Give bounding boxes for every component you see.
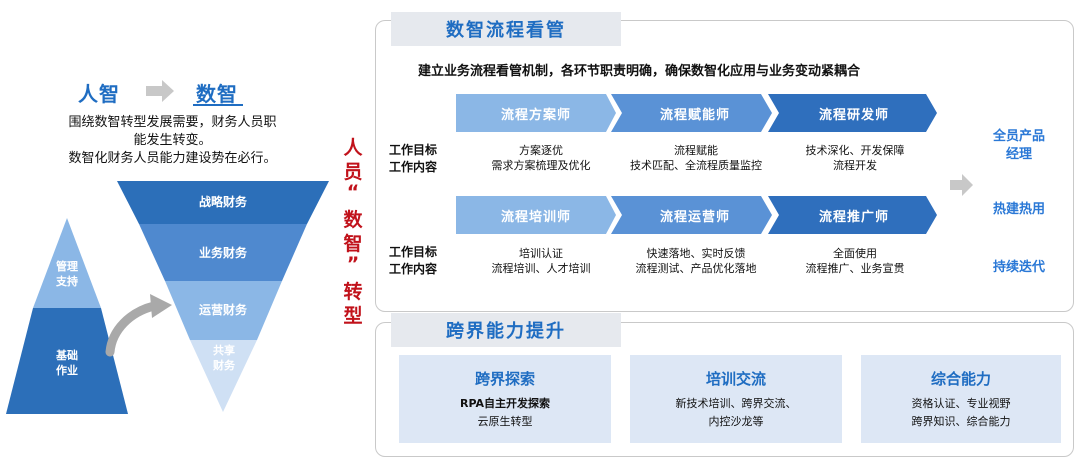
- process-panel-subtitle: 建立业务流程看管机制，各环节职责明确，确保数智化应用与业务变动紧耦合: [418, 64, 861, 79]
- cell-training: 培训认证 流程培训、人才培训: [491, 247, 591, 275]
- vertical-char: 智: [343, 233, 363, 255]
- arrow-right-icon: [950, 174, 973, 196]
- label-content: 工作内容: [389, 262, 438, 276]
- curved-arrow-icon: [105, 294, 172, 357]
- vertical-char: 员: [343, 161, 363, 183]
- inverted-label-business: 业务财务: [198, 246, 247, 260]
- outcome-iteration: 持续迭代: [992, 260, 1045, 275]
- inverted-pyramid-diagram: [117, 181, 329, 412]
- vertical-char: 人: [343, 137, 363, 159]
- card-comprehensive: 综合能力 资格认证、专业视野 跨界知识、综合能力: [861, 355, 1061, 443]
- crossover-panel-title: 跨界能力提升: [391, 313, 621, 347]
- vertical-char: 数: [343, 209, 363, 231]
- chevron-promotion: [768, 196, 937, 234]
- pyramid-bottom-segment: [6, 308, 128, 414]
- card-line: 资格认证、专业视野: [911, 397, 1011, 410]
- vertical-char: ”: [346, 253, 360, 275]
- row-2-labels: 工作目标 工作内容: [389, 244, 437, 278]
- chevron-solution: [456, 94, 616, 132]
- process-panel: [375, 20, 1074, 312]
- cell-solution: 方案逐优 需求方案梳理及优化: [491, 144, 591, 172]
- card-title: 培训交流: [705, 370, 766, 388]
- role-development: 流程研发师: [818, 107, 889, 123]
- arrow-right-icon: [146, 80, 174, 102]
- card-title: 综合能力: [930, 370, 991, 388]
- inverted-segment-2: [139, 224, 307, 281]
- vertical-char: 转: [343, 281, 363, 303]
- intro-line: 围绕数智转型发展需要，财务人员职: [68, 115, 277, 130]
- card-line: 内控沙龙等: [708, 415, 764, 428]
- vertical-title: 人 员 “ 数 智 ” 转 型: [341, 133, 365, 327]
- intro-text: 围绕数智转型发展需要，财务人员职 能发生转变。 数智化财务人员能力建设势在必行。: [30, 114, 315, 168]
- cell-enablement: 流程赋能 技术匹配、全流程质量监控: [630, 144, 762, 172]
- cell-development: 技术深化、开发保障 流程开发: [805, 144, 905, 172]
- inverted-segment-3: [165, 281, 282, 340]
- outcome-all-staff: 全员产品 经理: [992, 129, 1045, 162]
- intro-line: 能发生转变。: [133, 133, 212, 148]
- pyramid-top-label: 管理 支持: [56, 260, 78, 288]
- inverted-segment-4: [190, 340, 257, 412]
- role-enablement: 流程赋能师: [659, 107, 730, 123]
- outcome-build-use: 热建热用: [992, 202, 1045, 217]
- inverted-label-shared: 共享 财务: [213, 344, 235, 372]
- card-title: 跨界探索: [474, 370, 535, 388]
- label-goal: 工作目标: [389, 143, 438, 157]
- inverted-label-operations: 运营财务: [198, 303, 247, 317]
- role-solution: 流程方案师: [500, 107, 571, 123]
- chevron-training: [456, 196, 616, 234]
- card-exploration: 跨界探索 RPA自主开发探索 云原生转型: [399, 355, 611, 443]
- chevron-operations: [611, 196, 772, 234]
- chevron-development: [768, 94, 937, 132]
- pyramid-top-segment: [33, 218, 101, 308]
- cell-promotion: 全面使用 流程推广、业务宣贯: [805, 247, 905, 275]
- pyramid-bottom-label: 基础 作业: [56, 349, 78, 377]
- chevron-enablement: [611, 94, 772, 132]
- vertical-char: 型: [343, 305, 363, 327]
- to-label: 数智: [196, 82, 238, 106]
- intro-line: 数智化财务人员能力建设势在必行。: [68, 151, 277, 166]
- inverted-segment-1: [117, 181, 329, 224]
- role-promotion: 流程推广师: [818, 209, 889, 225]
- card-line: RPA自主开发探索: [459, 397, 551, 410]
- cell-operations: 快速落地、实时反馈 流程测试、产品优化落地: [635, 247, 757, 275]
- label-content: 工作内容: [389, 160, 438, 174]
- vertical-char: “: [346, 181, 360, 203]
- inverted-label-strategic: 战略财务: [198, 195, 247, 209]
- card-line: 云原生转型: [477, 415, 533, 428]
- role-operations: 流程运营师: [659, 209, 730, 225]
- card-training-exchange: 培训交流 新技术培训、跨界交流、 内控沙龙等: [630, 355, 842, 443]
- process-panel-title: 数智流程看管: [391, 12, 621, 46]
- role-training: 流程培训师: [500, 209, 571, 225]
- from-label: 人智: [78, 82, 120, 106]
- label-goal: 工作目标: [389, 245, 438, 259]
- chevron-row-2: [456, 196, 937, 234]
- card-line: 新技术培训、跨界交流、: [675, 397, 797, 410]
- chevron-row-1: [456, 94, 937, 132]
- card-line: 跨界知识、综合能力: [911, 415, 1011, 428]
- to-label-underline: [193, 104, 243, 106]
- row-1-labels: 工作目标 工作内容: [389, 142, 437, 176]
- pyramid-diagram: [6, 218, 128, 414]
